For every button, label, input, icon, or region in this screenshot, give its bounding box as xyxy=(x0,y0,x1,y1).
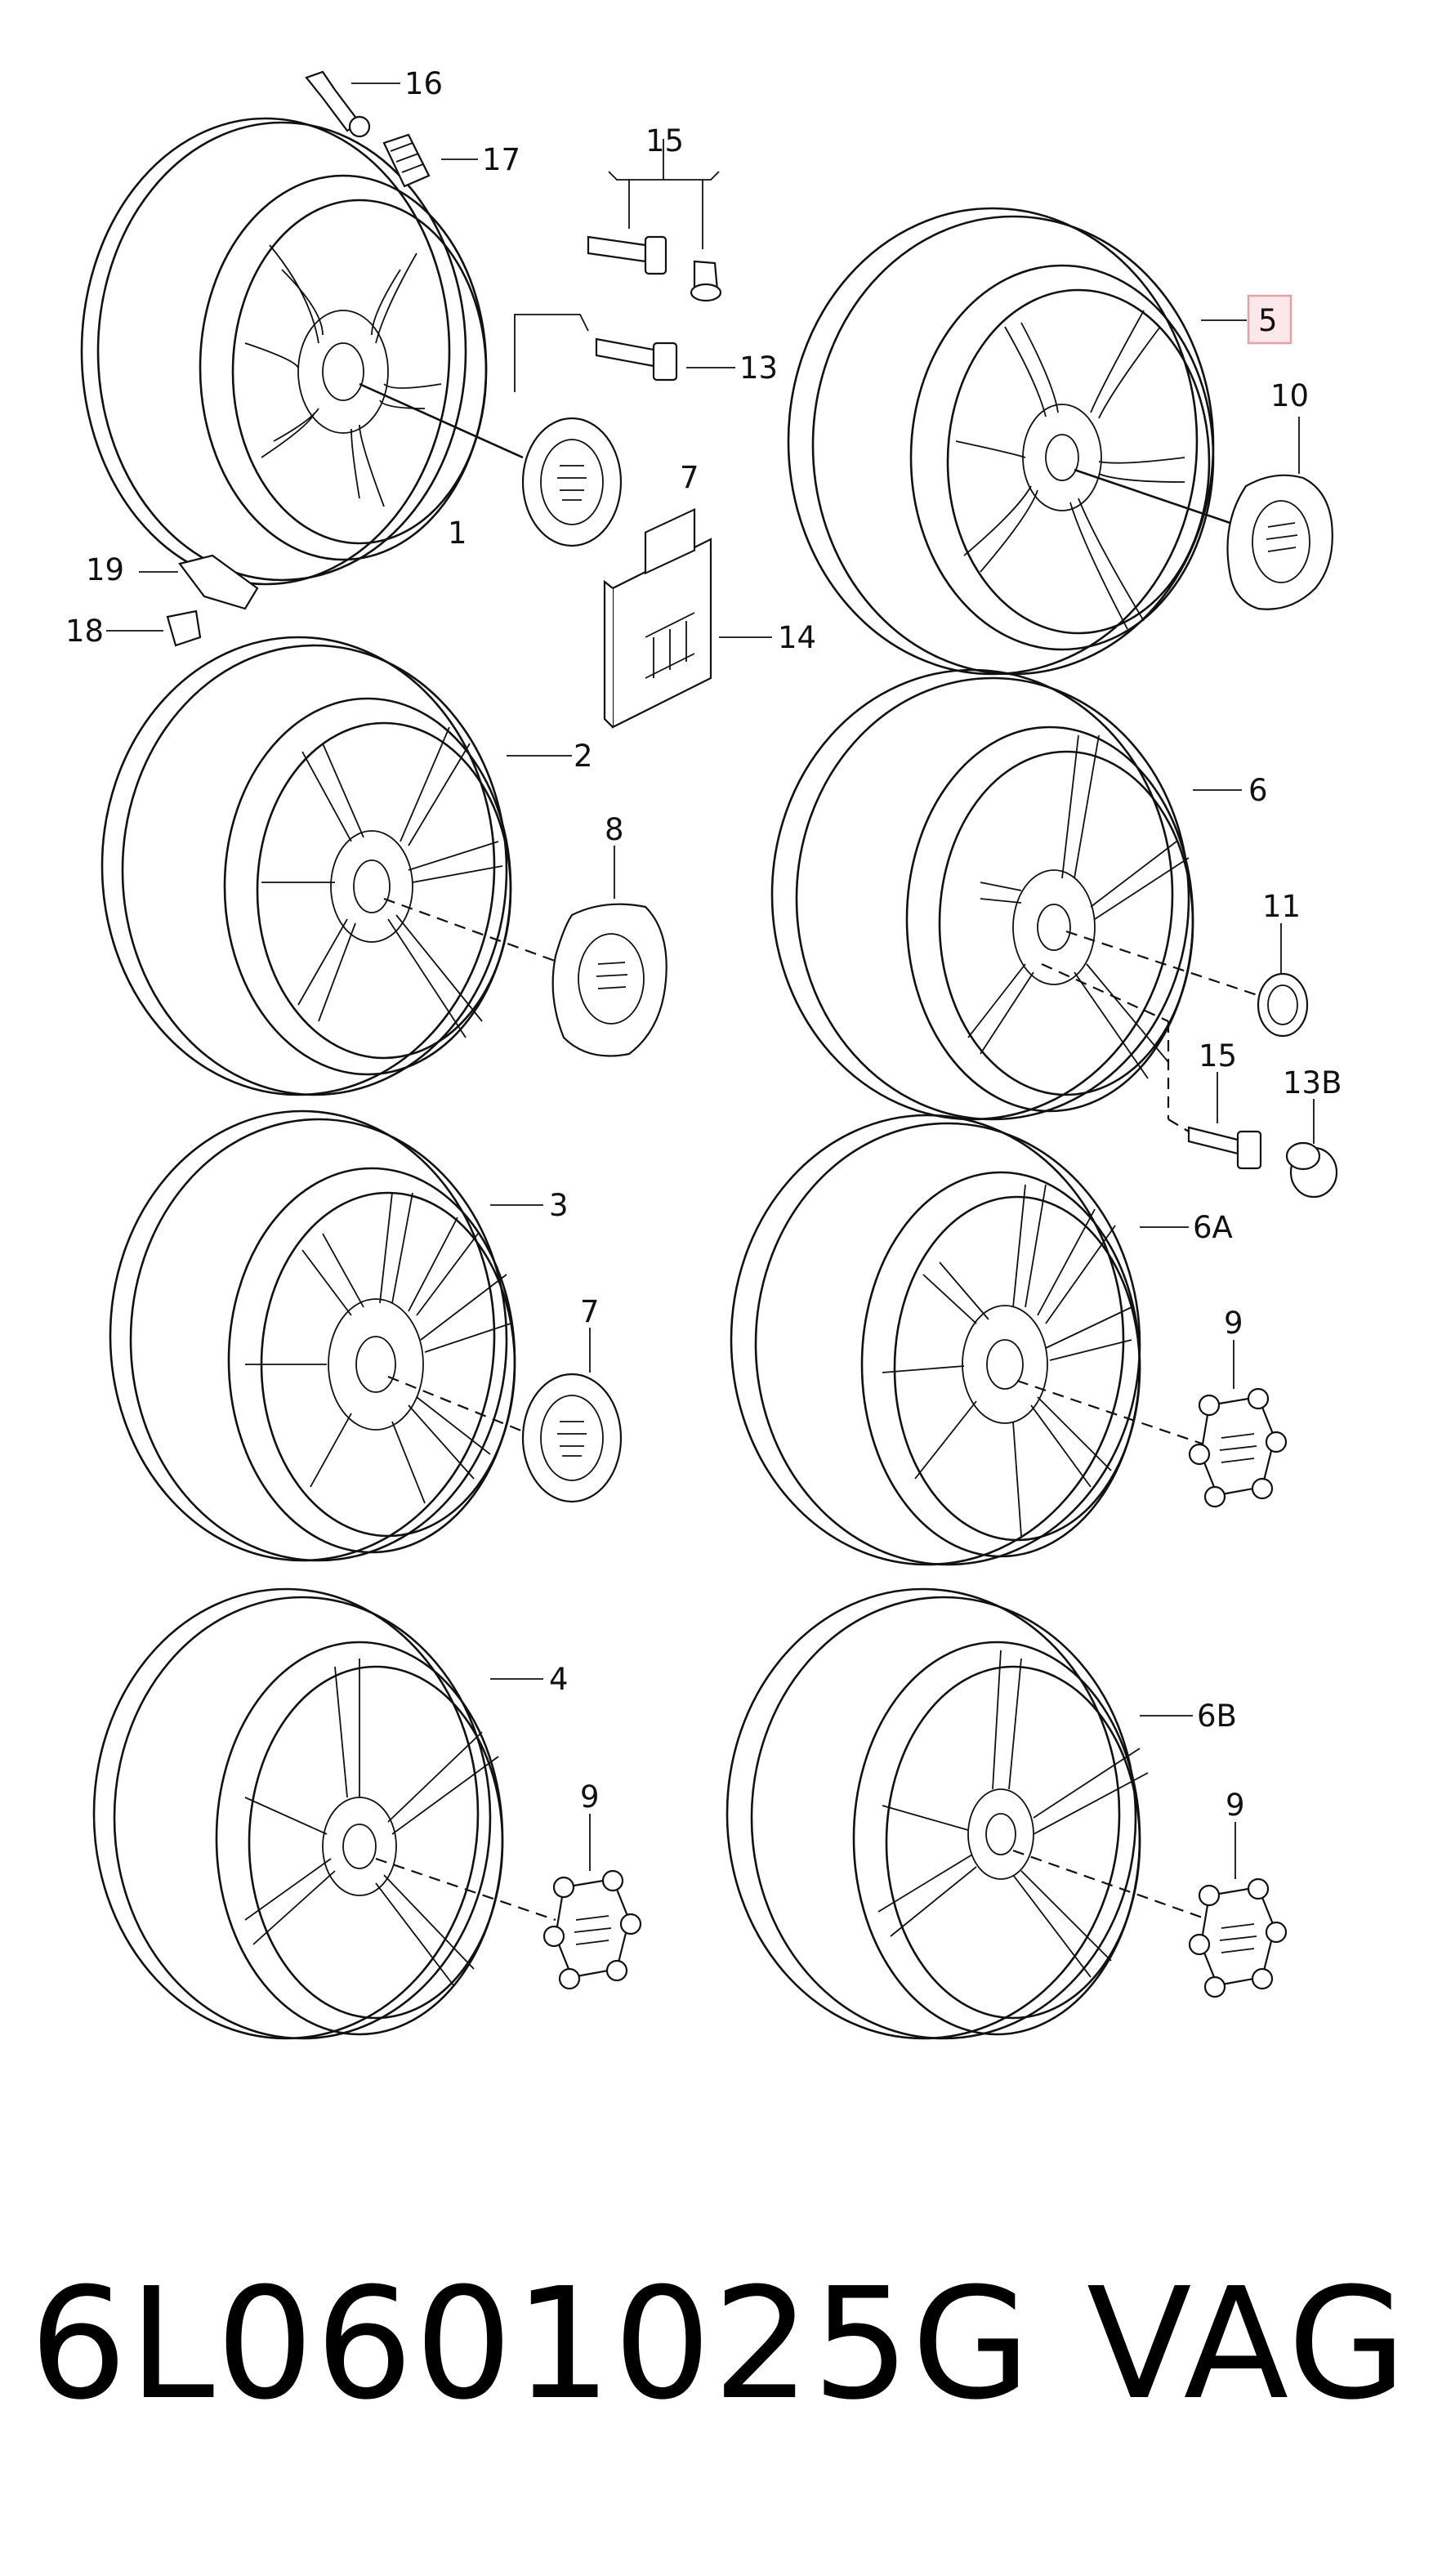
brand-label: VAG xyxy=(1087,2255,1409,2434)
wheel-6a[interactable] xyxy=(730,1114,1210,1566)
bolt-13[interactable] xyxy=(514,314,735,392)
wheel-6[interactable] xyxy=(770,668,1263,1121)
center-cap-10[interactable] xyxy=(1226,417,1333,610)
center-cap-9-c[interactable] xyxy=(1188,1822,1288,1998)
center-cap-7-top[interactable] xyxy=(521,417,623,547)
callout-7-mid: 7 xyxy=(580,1294,600,1329)
callout-5-highlight[interactable] xyxy=(1201,294,1293,345)
callout-17: 17 xyxy=(482,142,520,177)
clip-19[interactable] xyxy=(139,554,259,610)
callout-19: 19 xyxy=(86,552,124,587)
callout-6a: 6A xyxy=(1193,1210,1233,1245)
callout-13: 13 xyxy=(739,350,778,386)
wheel-3[interactable] xyxy=(109,1109,543,1562)
callout-6: 6 xyxy=(1248,773,1268,808)
bolt-15-top[interactable] xyxy=(587,139,722,302)
center-cap-9-b[interactable] xyxy=(542,1814,642,1990)
part-number: 6L0601025G xyxy=(29,2255,1033,2434)
callout-5[interactable]: 5 xyxy=(1258,303,1278,338)
center-cap-7-mid[interactable] xyxy=(521,1328,623,1503)
callout-8: 8 xyxy=(605,812,624,847)
clip-18[interactable] xyxy=(106,609,202,647)
wheel-5[interactable] xyxy=(787,207,1255,676)
callout-9-a: 9 xyxy=(1224,1306,1243,1341)
valve-16[interactable] xyxy=(305,70,400,138)
callout-15-top: 15 xyxy=(645,123,684,158)
wheel-6b[interactable] xyxy=(726,1587,1210,2040)
wheel-2[interactable] xyxy=(100,636,572,1096)
callout-18: 18 xyxy=(65,614,104,649)
callout-6b: 6B xyxy=(1197,1699,1237,1734)
callout-10: 10 xyxy=(1270,378,1309,413)
center-cap-11[interactable] xyxy=(1257,923,1309,1038)
callout-9-b: 9 xyxy=(580,1779,600,1815)
callout-13b: 13B xyxy=(1283,1065,1342,1100)
callout-11: 11 xyxy=(1262,889,1301,924)
callout-9-c: 9 xyxy=(1226,1788,1245,1823)
callout-2: 2 xyxy=(574,739,593,774)
callout-1: 1 xyxy=(448,516,467,551)
callout-16: 16 xyxy=(404,66,443,101)
callout-3: 3 xyxy=(549,1188,569,1223)
wheel-1[interactable] xyxy=(80,117,524,586)
callout-15-mid: 15 xyxy=(1199,1038,1237,1074)
center-cap-8[interactable] xyxy=(551,846,667,1057)
callout-4: 4 xyxy=(549,1662,569,1697)
bolt-kit-14[interactable] xyxy=(603,508,772,729)
callout-7-top: 7 xyxy=(680,460,699,495)
nut-13b[interactable] xyxy=(1285,1099,1338,1199)
valve-17[interactable] xyxy=(382,133,478,188)
bolt-15-mid[interactable] xyxy=(1167,1072,1262,1170)
center-cap-9-a[interactable] xyxy=(1188,1340,1288,1508)
wheel-4[interactable] xyxy=(92,1587,556,2040)
callout-14: 14 xyxy=(778,620,816,655)
